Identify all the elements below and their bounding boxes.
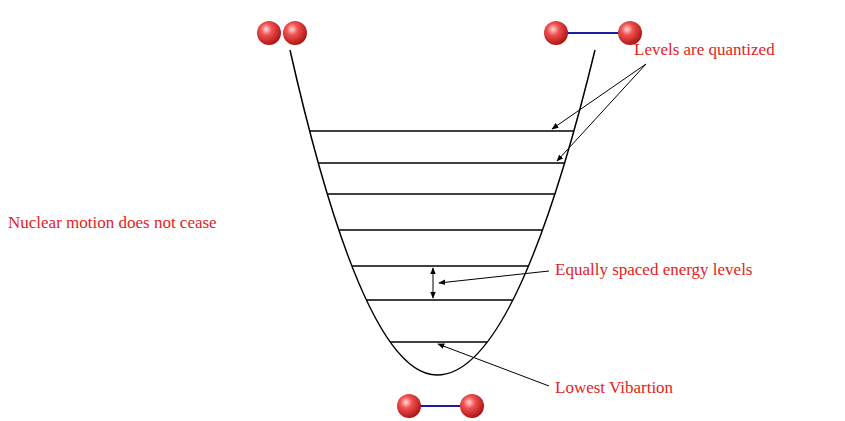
leader-line	[557, 64, 646, 161]
molecule-stretched	[544, 21, 642, 45]
atom	[397, 394, 421, 418]
energy-levels	[310, 131, 574, 342]
energy-level	[366, 299, 513, 301]
note-label: Nuclear motion does not cease	[8, 213, 217, 233]
atom	[283, 21, 307, 45]
bond	[418, 405, 463, 407]
label-text: Nuclear motion does not cease	[8, 213, 217, 233]
energy-level	[339, 229, 542, 231]
callout-label: Lowest Vibartion	[555, 378, 673, 398]
label-text: Lowest Vibartion	[555, 378, 673, 398]
energy-level	[310, 130, 574, 132]
energy-level	[327, 193, 555, 195]
atom	[460, 394, 484, 418]
molecule-compressed	[257, 21, 307, 45]
potential-curve	[290, 50, 595, 375]
energy-level	[352, 265, 528, 267]
label-text: Levels are quantized	[634, 40, 775, 60]
bond	[566, 32, 620, 34]
callout-label: Levels are quantized	[634, 40, 775, 60]
spacing-arrow	[433, 268, 434, 298]
label-text: Equally spaced energy levels	[555, 260, 752, 280]
energy-level	[390, 341, 487, 343]
atom	[544, 21, 568, 45]
leader-line	[439, 271, 549, 283]
callout-label: Equally spaced energy levels	[555, 260, 752, 280]
molecule-equilibrium	[397, 394, 484, 418]
leader-lines	[433, 64, 646, 386]
atom	[257, 21, 281, 45]
leader-line	[552, 64, 646, 129]
energy-level	[318, 162, 565, 164]
leader-line	[438, 344, 549, 386]
